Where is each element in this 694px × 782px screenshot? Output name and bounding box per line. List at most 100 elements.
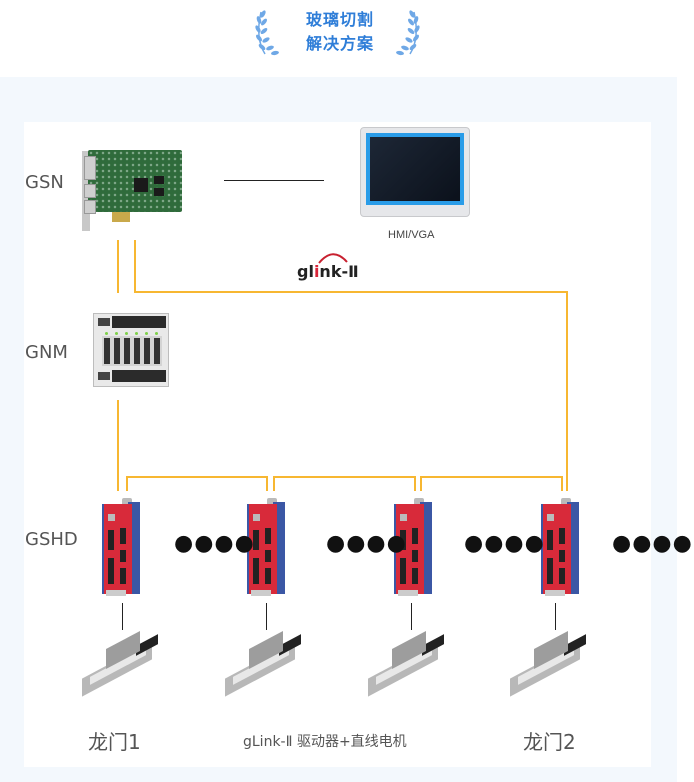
wire-drive1-drop — [126, 476, 128, 491]
row-label-gnm: GNM — [25, 342, 68, 363]
gnm-terminal-top — [112, 316, 166, 328]
gnm-terminal-bottom — [112, 370, 166, 382]
card-chip — [134, 178, 148, 192]
wire-drive3-drop — [414, 476, 416, 491]
more-drives-ellipsis: ●●●● — [326, 531, 407, 556]
drive-motor-line — [122, 603, 123, 630]
hmi-monitor — [360, 127, 470, 217]
gnm-slot — [142, 336, 152, 366]
drive-mount-tab — [414, 498, 424, 506]
more-drives-ellipsis: ●●●● — [174, 531, 255, 556]
page-title: 玻璃切割 解决方案 — [290, 8, 390, 56]
wire-drive4-drop — [561, 476, 563, 491]
glink-logo: glink-Ⅱ — [297, 262, 359, 281]
drive-connector — [265, 568, 271, 584]
wire-gnm-drive1 — [117, 400, 119, 491]
wire-drive1-drive2 — [126, 476, 268, 478]
drive-motor-line — [411, 603, 412, 630]
card-rj45-port — [84, 184, 96, 198]
header: 玻璃切割 解决方案 — [0, 0, 694, 77]
drive-connector — [120, 550, 126, 562]
wire-drive3-drive4 — [420, 476, 563, 478]
drive-connector — [265, 528, 271, 544]
gnm-led — [135, 332, 138, 335]
gnm-slot — [112, 336, 122, 366]
more-drives-ellipsis: ●●●● — [612, 531, 693, 556]
wire-drive2-drop-b — [273, 476, 275, 491]
gnm-slot — [132, 336, 142, 366]
gnm-io-module — [93, 313, 169, 387]
drive-display — [400, 514, 407, 521]
hmi-bezel — [366, 133, 464, 205]
drive-label — [398, 590, 418, 596]
drive-connector — [412, 528, 418, 544]
gnm-led — [115, 332, 118, 335]
gantry-1-label: 龙门1 — [88, 730, 141, 754]
title-line-1: 玻璃切割 — [305, 10, 374, 29]
hmi-screen — [370, 137, 460, 201]
drive-front — [247, 504, 277, 596]
drive-label — [251, 590, 271, 596]
wire-drive2-drop — [266, 476, 268, 491]
drive-front — [102, 504, 132, 596]
gnm-slot — [102, 336, 112, 366]
drive-front — [394, 504, 424, 596]
row-label-gsn: GSN — [25, 172, 64, 193]
card-pcb — [88, 150, 182, 212]
drive-connector — [120, 528, 126, 544]
gshd-drive-1 — [102, 498, 140, 596]
drive-connector — [120, 568, 126, 584]
gnm-port — [98, 318, 110, 326]
row-label-gshd: GSHD — [25, 529, 78, 550]
drive-connector — [547, 530, 553, 550]
wire-gsn-loop-down — [134, 240, 136, 293]
drive-connector — [108, 530, 114, 550]
drive-display — [253, 514, 260, 521]
wire-drive3-drop-b — [420, 476, 422, 491]
drive-connector — [412, 568, 418, 584]
drive-display — [547, 514, 554, 521]
drive-mount-tab — [267, 498, 277, 506]
gnm-led — [145, 332, 148, 335]
drive-label — [106, 590, 126, 596]
glink-logo-prefix: gl — [297, 262, 314, 281]
card-pcie-connector — [112, 212, 130, 222]
gantry-2-label: 龙门2 — [523, 730, 576, 754]
glink-logo-accent: i — [313, 262, 320, 281]
drive-connector — [265, 550, 271, 562]
drive-front — [541, 504, 571, 596]
drive-mount-tab — [122, 498, 132, 506]
gnm-led — [155, 332, 158, 335]
laurel-right-icon — [396, 10, 420, 56]
linear-motor-4 — [508, 630, 596, 697]
linear-motor-1 — [80, 630, 168, 697]
drive-motor-line — [266, 603, 267, 630]
gnm-led — [125, 332, 128, 335]
card-chip — [154, 188, 164, 196]
drive-display — [108, 514, 115, 521]
drive-connector — [559, 568, 565, 584]
drive-connector — [253, 558, 259, 584]
gnm-led — [105, 332, 108, 335]
card-db-port — [84, 156, 96, 180]
glink-logo-suffix: nk-Ⅱ — [319, 262, 359, 281]
drive-motor-caption: gLink-Ⅱ 驱动器+直线电机 — [243, 734, 407, 750]
wire-gsn-loop-horizontal — [134, 291, 568, 293]
gshd-drive-2 — [247, 498, 285, 596]
title-line-2: 解决方案 — [305, 34, 374, 53]
drive-connector — [559, 528, 565, 544]
wire-loop-return — [566, 291, 568, 491]
drive-motor-line — [555, 603, 556, 630]
hmi-label: HMI/VGA — [388, 229, 435, 241]
card-rj45-port — [84, 200, 96, 214]
drive-mount-tab — [561, 498, 571, 506]
wire-gsn-gnm — [117, 240, 119, 293]
drive-connector — [400, 558, 406, 584]
more-drives-ellipsis: ●●●● — [464, 531, 545, 556]
drive-connector — [547, 558, 553, 584]
drive-connector — [412, 550, 418, 562]
linear-motor-2 — [223, 630, 311, 697]
wire-drive2-drive3 — [273, 476, 416, 478]
gshd-drive-3 — [394, 498, 432, 596]
drive-connector — [108, 558, 114, 584]
